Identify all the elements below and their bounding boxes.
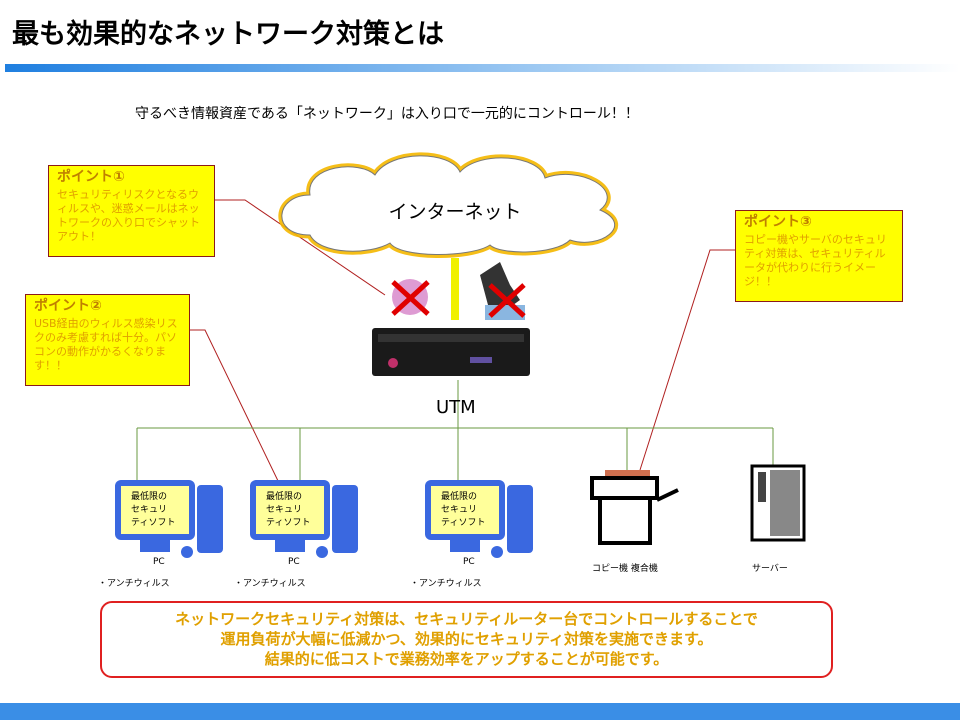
- title-underline: [5, 64, 960, 72]
- server-label: サーバー: [752, 564, 788, 574]
- pc-label: PC: [463, 557, 475, 567]
- pc-screen-text: 最低限のセキュリティソフト: [441, 492, 486, 528]
- summary-line: 運用負荷が大幅に低減かつ、効果的にセキュリティ対策を実施できます。: [220, 630, 713, 648]
- internet-cloud-icon: [278, 152, 619, 258]
- point-3-callout: ポイント③ コピー機やサーバのセキュリティ対策は、セキュリティルータが代わりに行…: [735, 210, 903, 302]
- point-heading: ポイント①: [57, 169, 125, 185]
- subtitle: 守るべき情報資産である「ネットワーク」は入り口で一元的にコントロール！！: [135, 106, 639, 122]
- summary-box: ネットワークセキュリティ対策は、セキュリティルーター台でコントロールすることで …: [100, 601, 833, 678]
- copier-label: コピー機 複合機: [592, 564, 658, 574]
- utm-device-icon: [372, 328, 530, 376]
- pc-note: ・アンチウィルス: [98, 579, 170, 589]
- pc-screen-text: 最低限のセキュリティソフト: [266, 492, 311, 528]
- point-heading: ポイント②: [34, 298, 102, 314]
- page-title: 最も効果的なネットワーク対策とは: [12, 19, 444, 50]
- utm-label: UTM: [436, 397, 476, 418]
- pc-note: ・アンチウィルス: [234, 579, 306, 589]
- uplink-line: [451, 258, 459, 320]
- point-text: セキュリティリスクとなるウィルスや、迷惑メールはネットワークの入り口でシャットア…: [57, 188, 200, 243]
- pc-screen-text: 最低限のセキュリティソフト: [131, 492, 176, 528]
- summary-line: ネットワークセキュリティ対策は、セキュリティルーター台でコントロールすることで: [175, 610, 758, 628]
- pc-note: ・アンチウィルス: [410, 579, 482, 589]
- pc-label: PC: [153, 557, 165, 567]
- point-1-callout: ポイント① セキュリティリスクとなるウィルスや、迷惑メールはネットワークの入り口…: [48, 165, 215, 257]
- server-icon: [750, 464, 806, 542]
- lan-lines: [136, 380, 774, 480]
- pc-icons: [115, 480, 533, 558]
- internet-label: インターネット: [388, 201, 522, 223]
- point-heading: ポイント③: [744, 214, 812, 230]
- hacker-icon: [480, 262, 526, 320]
- pc-label: PC: [288, 557, 300, 567]
- point-text: USB経由のウィルス感染リスクのみ考慮すれば十分。パソコンの動作がかるくなります…: [34, 317, 178, 372]
- point-text: コピー機やサーバのセキュリティ対策は、セキュリティルータが代わりに行うイメージ！…: [744, 233, 887, 288]
- virus-icon: [391, 279, 430, 316]
- copier-icon: [590, 470, 679, 545]
- callout-lines: [190, 199, 735, 486]
- summary-line: 結果的に低コストで業務効率をアップすることが可能です。: [264, 650, 669, 668]
- footer-bar: [0, 703, 960, 720]
- point-2-callout: ポイント② USB経由のウィルス感染リスクのみ考慮すれば十分。パソコンの動作がか…: [25, 294, 190, 386]
